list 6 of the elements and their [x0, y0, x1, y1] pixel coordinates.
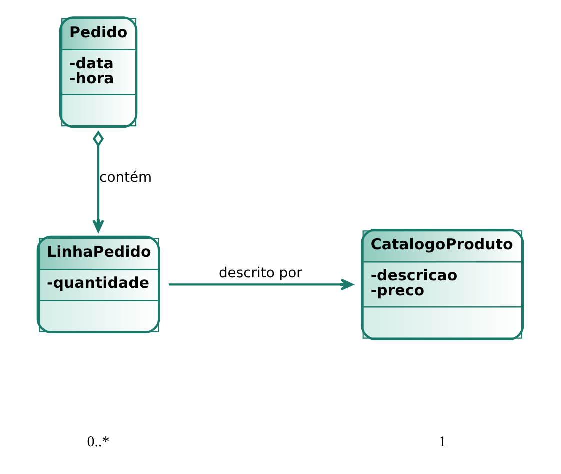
label: 0..* — [87, 434, 110, 450]
edge-label: descrito por — [218, 266, 302, 282]
arrow — [92, 130, 104, 232]
edge-label: contém — [100, 170, 152, 186]
arrow — [168, 278, 354, 291]
label: 1 — [438, 434, 446, 450]
